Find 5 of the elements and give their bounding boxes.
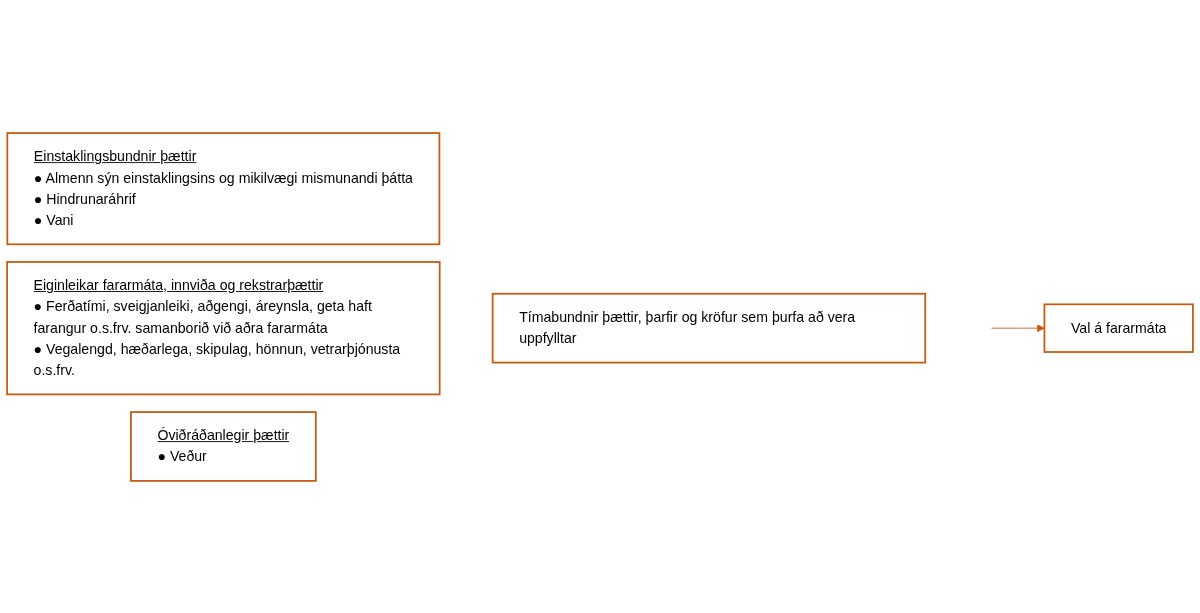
node-box: Óviðráðanlegir þættir ● Veður xyxy=(130,410,317,482)
node-box: Eiginleikar fararmáta, innviða og rekstrarþættir ● Ferðatími, sveigjanleiki, aðgengi, áreynsla, geta haft farangur o.s.frv. samanborið við aðra fararmáta ● Vegalengd, hæðarlega, skipulag, hönnun, vetrarþjónusta o.s.frv. xyxy=(6,260,441,395)
node-box: Val á fararmáta xyxy=(1043,302,1194,353)
node-box: Tímabundnir þættir, þarfir og kröfur sem þurfa að vera uppfylltar xyxy=(491,292,927,363)
node-box: Einstaklingsbundnir þættir ● Almenn sýn einstaklingsins og mikilvægi mismunandi þátta ● Hindrunaráhrif ● Vani xyxy=(6,131,441,245)
